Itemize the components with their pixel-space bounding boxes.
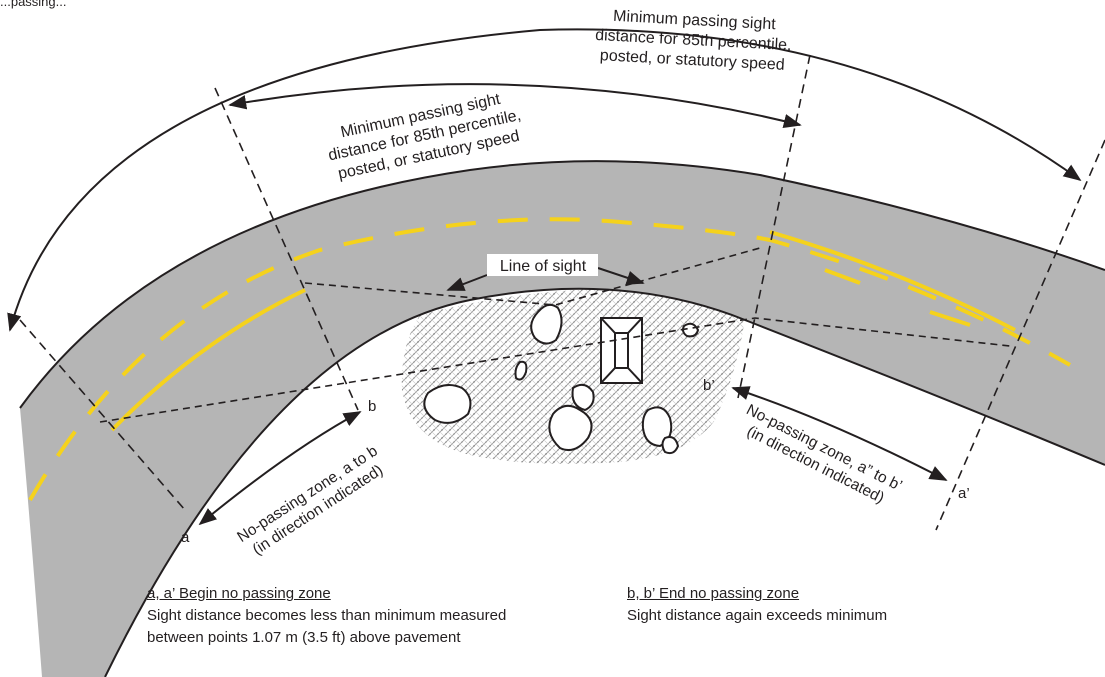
point-b-prime-label: b’ [703,377,715,394]
zone-label-right: No-passing zone, a” to b’ (in direction … [743,401,904,507]
legend-begin-title: a, a’ Begin no passing zone [147,585,331,602]
header-fragment: ...passing... [0,0,66,9]
min-distance-label-right: Minimum passing sight distance for 85th … [595,8,792,74]
point-a-label: a [181,529,190,546]
distance-arrows [7,28,1082,526]
zone-label-left: No-passing zone, a to b (in direction in… [234,443,386,559]
legend-begin: a, a’ Begin no passing zone Sight distan… [147,583,507,649]
point-a-prime-label: a’ [958,485,970,502]
legend-end-title: b, b’ End no passing zone [627,585,800,602]
station-lines [19,54,1105,531]
zone-left-line1: No-passing zone, a to b [234,443,381,546]
building-icon [600,317,643,384]
line-of-sight-label: Line of sight [500,258,587,275]
point-b-label: b [368,398,376,415]
legend-begin-text: Sight distance becomes less than minimum… [147,607,507,646]
legend-end: b, b’ End no passing zone Sight distance… [627,583,1007,627]
line-of-sight-box [487,254,598,276]
legend-end-text: Sight distance again exceeds minimum [627,607,888,624]
